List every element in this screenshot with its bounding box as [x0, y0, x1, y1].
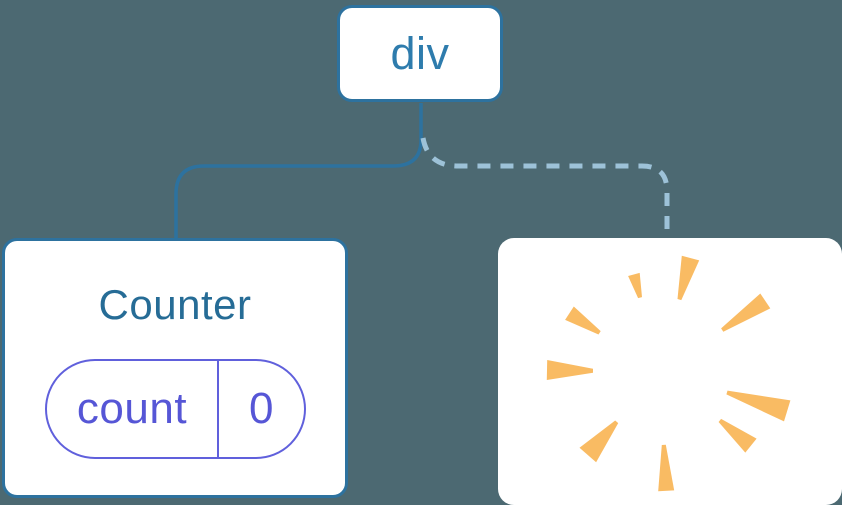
state-pill: count 0 [45, 359, 306, 459]
poof-starburst-icon [546, 255, 791, 492]
root-node-div: div [337, 5, 503, 102]
state-key-label: count [76, 384, 188, 433]
poof-ray [579, 420, 619, 463]
poof-ray [718, 418, 757, 453]
state-value-label: 0 [249, 384, 274, 433]
poof-ray [721, 293, 771, 332]
poof-ray [726, 390, 791, 422]
counter-node-title: Counter [98, 281, 252, 328]
poof-ray [677, 255, 700, 301]
poof-ray [546, 360, 593, 380]
state-pill-key-cell: count [47, 361, 219, 457]
poof-ray [565, 306, 601, 335]
counter-node: Counter count 0 [2, 238, 348, 498]
poof-ray [628, 272, 642, 299]
solid-connector-line [174, 103, 423, 242]
dashed-connector-line [420, 137, 670, 242]
removed-node [498, 238, 842, 505]
root-node-label: div [390, 27, 450, 79]
state-pill-value-cell: 0 [219, 361, 304, 457]
poof-ray [658, 444, 675, 492]
